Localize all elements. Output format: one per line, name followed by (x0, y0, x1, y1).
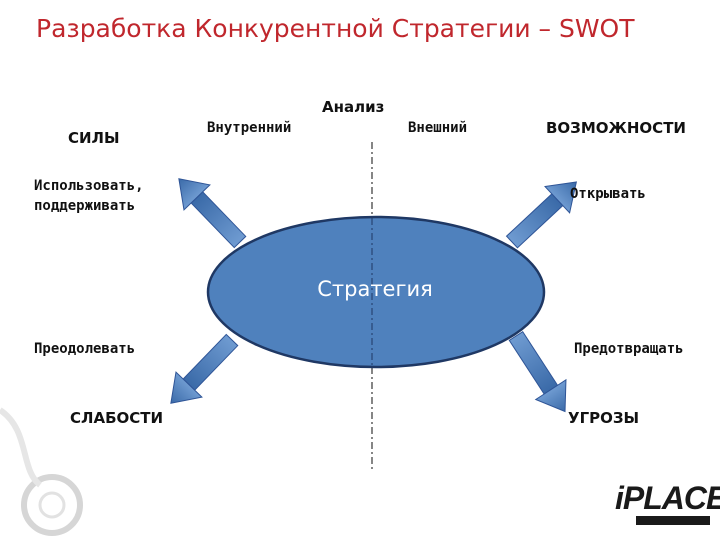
arrow-threats (508, 330, 567, 413)
arrow-opportunities (505, 181, 578, 249)
weaknesses-action: Преодолевать (34, 341, 136, 357)
watermark-emblem-icon (0, 407, 83, 536)
external-label: Внешний (408, 120, 468, 136)
strengths-action-line1: Использовать, (34, 178, 144, 194)
strengths-action-line2: поддерживать (34, 198, 136, 214)
analysis-heading: Анализ (322, 98, 385, 116)
strengths-title: СИЛЫ (68, 129, 120, 147)
strengths-action: Использовать, поддерживать (34, 176, 144, 216)
page-title: Разработка Конкурентной Стратегии – SWOT (36, 14, 635, 43)
weaknesses-title: СЛАБОСТИ (70, 409, 164, 427)
opportunities-title: ВОЗМОЖНОСТИ (546, 119, 686, 137)
arrow-weaknesses (170, 333, 239, 404)
threats-action: Предотвращать (574, 341, 684, 357)
iplace-logo: iPLACE (615, 480, 720, 516)
threats-title: УГРОЗЫ (568, 409, 640, 427)
strategy-ellipse (206, 215, 546, 369)
strategy-label: Стратегия (317, 277, 433, 301)
logo-tagline-bar (636, 516, 710, 525)
opportunities-action: Открывать (570, 186, 646, 202)
arrow-strengths (178, 178, 247, 249)
internal-label: Внутренний (207, 120, 292, 136)
